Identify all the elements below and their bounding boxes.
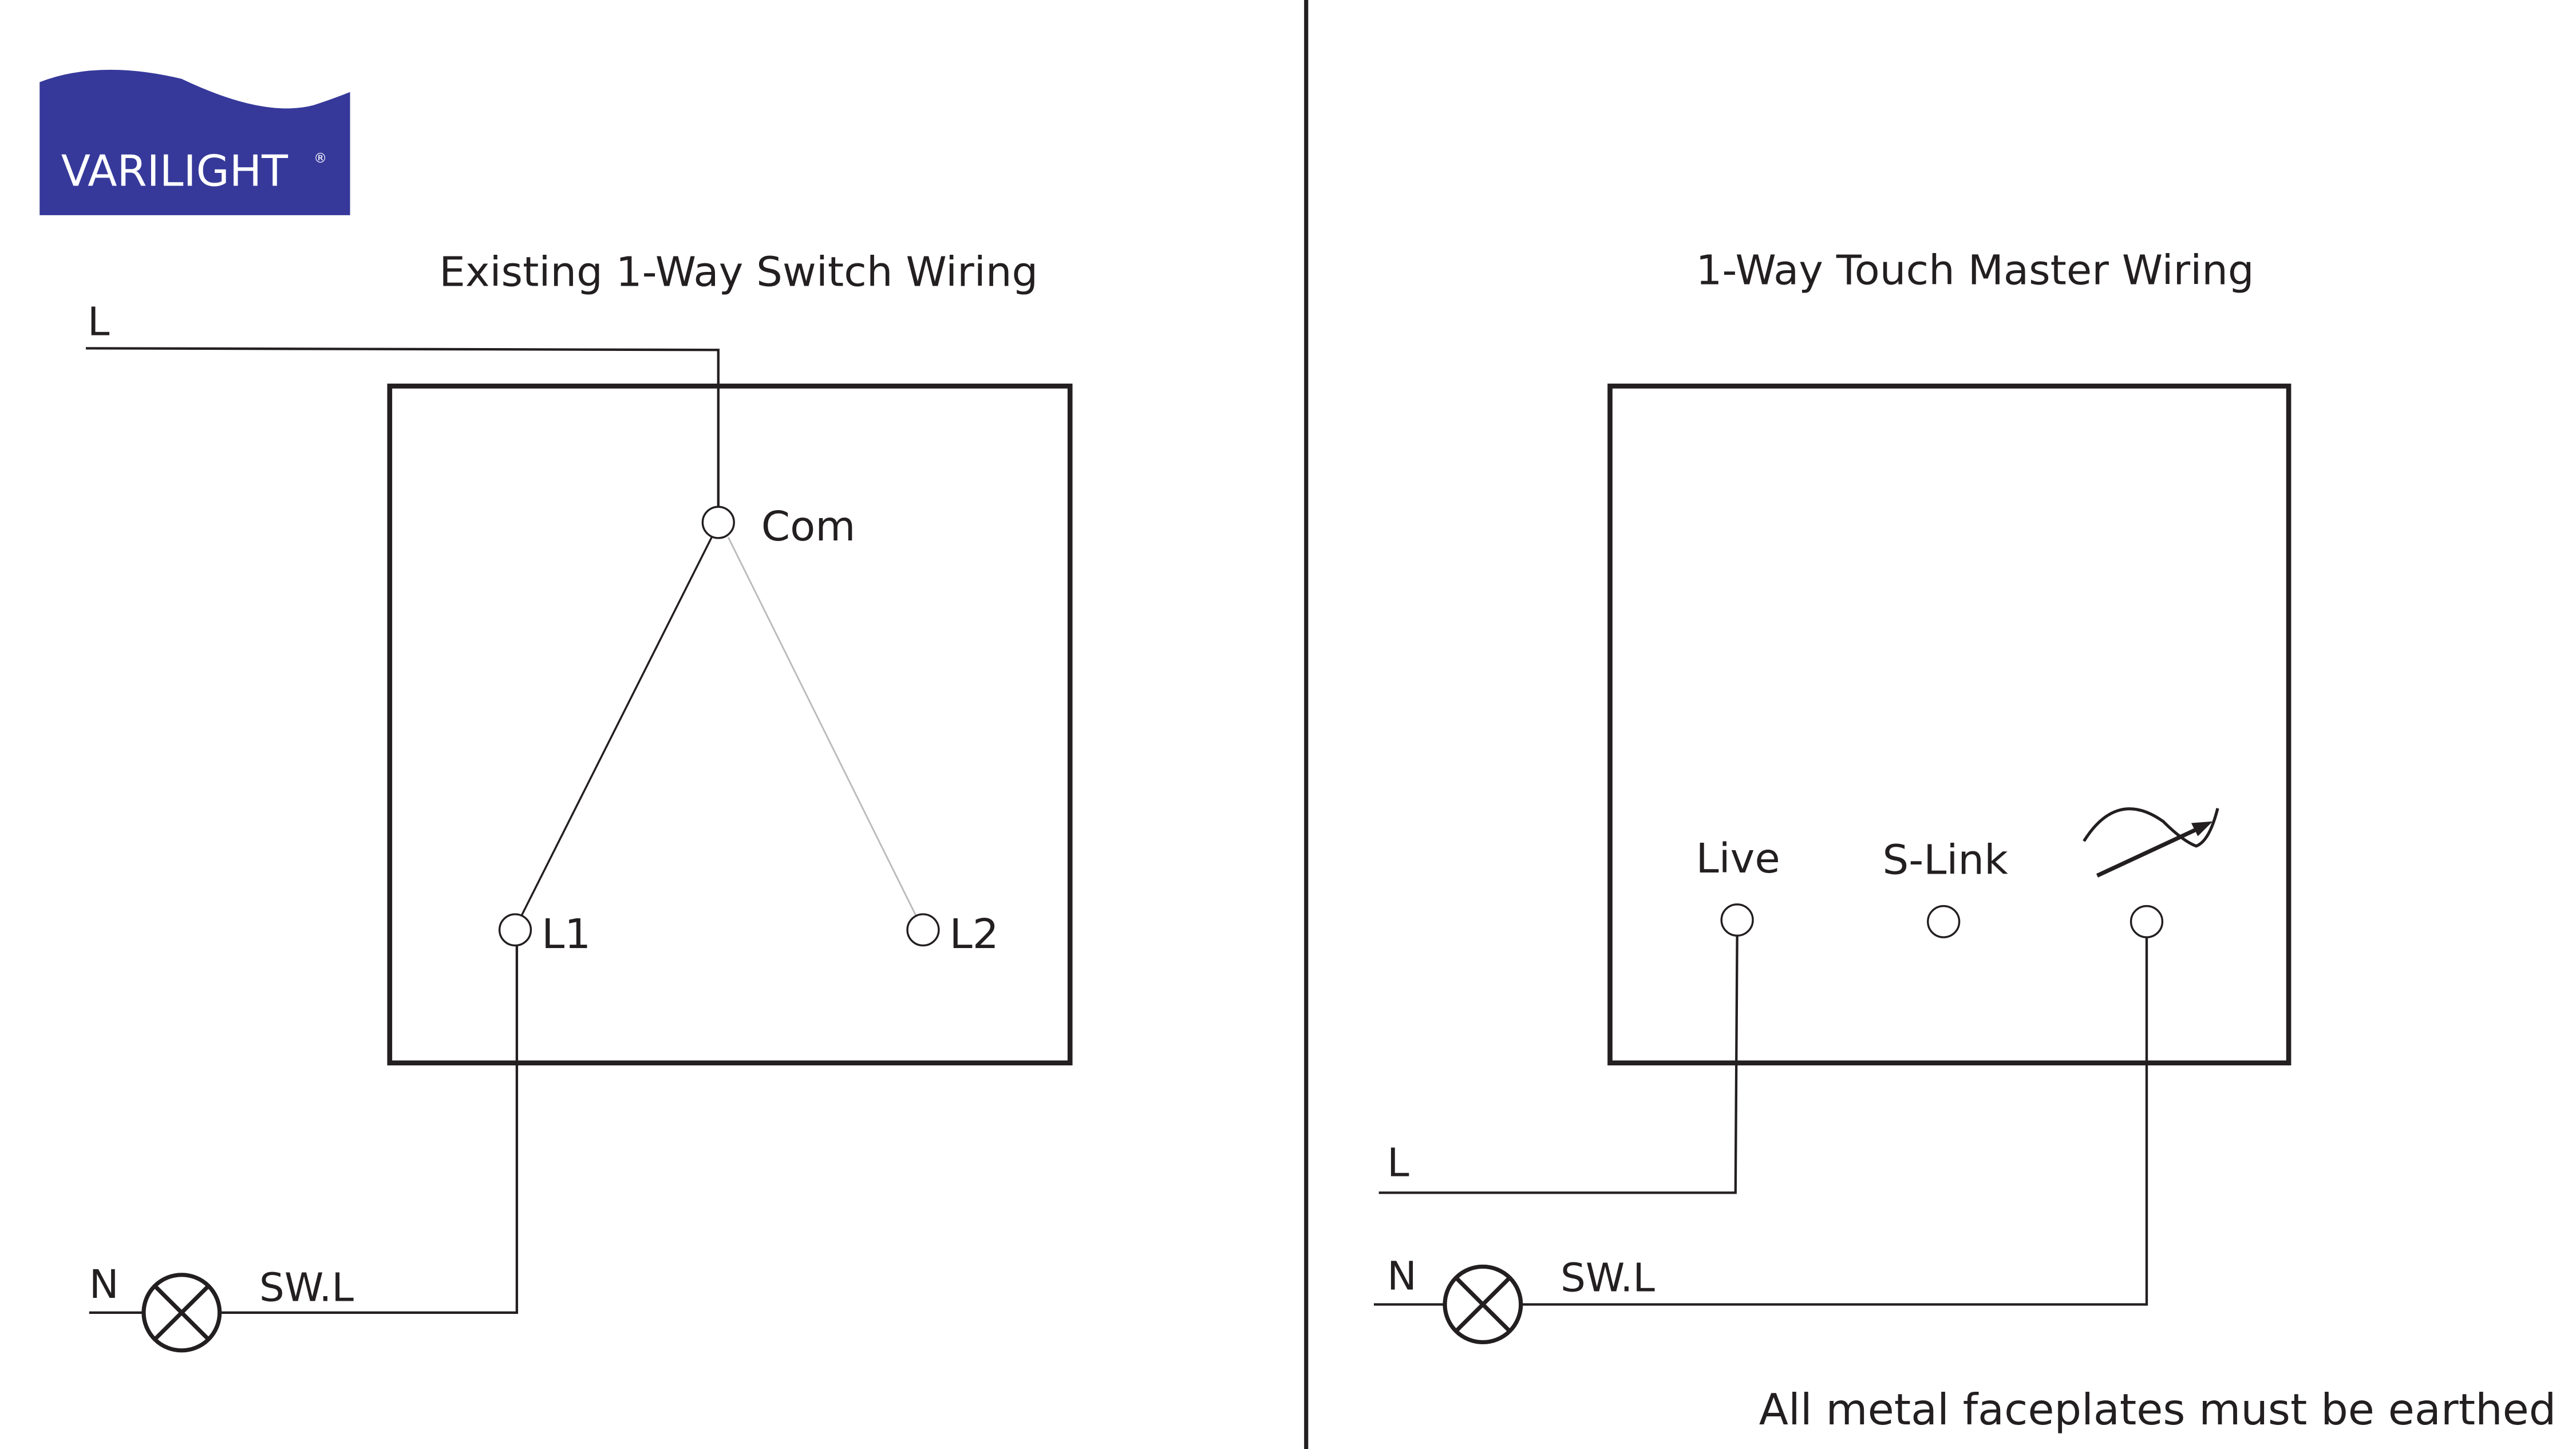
terminal-slink [1927,905,1961,938]
left-lamp-icon [141,1273,222,1353]
left-live-wire [85,347,720,508]
right-switched-wire [1520,938,2148,1306]
left-title: Existing 1-Way Switch Wiring [439,247,1038,295]
switch-arm-l1 [520,536,713,916]
varilight-logo: VARILIGHT ® [39,69,350,215]
terminal-com [701,506,735,539]
dimmer-symbol-icon [2083,807,2219,878]
terminal-l2-label: L2 [950,910,999,958]
terminal-dimmer [2129,905,2164,938]
right-switched-label: SW.L [1560,1255,1656,1301]
terminal-live-label: Live [1696,834,1780,882]
terminal-l1 [498,913,532,947]
right-lamp-icon [1443,1264,1523,1345]
right-live-wire [1378,936,1739,1194]
right-touch-master-box [1607,384,2291,1065]
right-live-label: L [1387,1140,1409,1186]
left-neutral-label: N [89,1262,119,1308]
left-switch-box [387,384,1073,1065]
logo-registered-mark: ® [314,151,327,166]
terminal-slink-label: S-Link [1882,836,2008,884]
terminal-com-label: Com [761,502,856,550]
left-live-label: L [88,299,110,345]
left-switched-wire [221,946,519,1314]
logo-text: VARILIGHT [61,146,289,196]
terminal-live [1720,903,1754,937]
terminal-l1-label: L1 [542,910,591,958]
right-neutral-label: N [1387,1254,1417,1300]
switch-arm-l2 [727,536,918,917]
left-switched-label: SW.L [259,1265,354,1311]
earthing-note: All metal faceplates must be earthed [1759,1385,2557,1435]
right-title: 1-Way Touch Master Wiring [1696,246,2254,294]
terminal-l2 [906,913,940,947]
